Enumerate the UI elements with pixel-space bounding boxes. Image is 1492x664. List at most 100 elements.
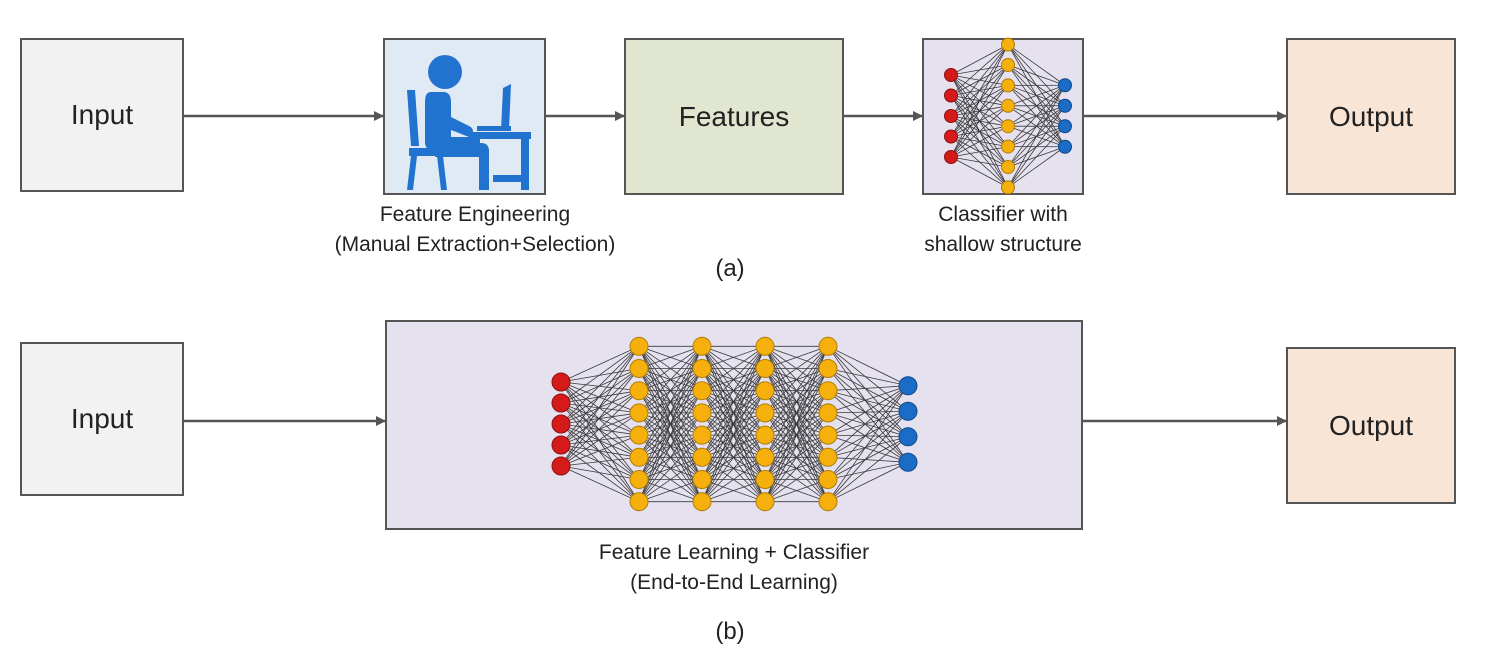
deep-connection (827, 410, 909, 458)
feature-engineering-box (383, 38, 546, 195)
deep-connection (560, 381, 640, 480)
deep-hidden-neuron (692, 425, 712, 445)
deep-connection (827, 368, 909, 463)
deep-connection (560, 423, 640, 480)
person-at-computer-icon (407, 55, 531, 190)
feature-engineering-caption-line1: Feature Engineering (379, 203, 571, 226)
deep-connection (827, 390, 909, 412)
deep-hidden-neuron (818, 336, 838, 356)
shallow-connection (950, 44, 1009, 137)
deep-connection (827, 385, 909, 502)
feature-engineering-caption: Feature Engineering (Manual Extraction+S… (300, 200, 650, 260)
deep-connection (560, 381, 640, 436)
deep-connection (827, 368, 909, 438)
classifier-caption-line2: shallow structure (924, 233, 1082, 256)
deep-connection (560, 423, 640, 436)
deep-connection (560, 465, 640, 480)
shallow-hidden-neuron (1001, 180, 1015, 195)
deep-connection (764, 345, 829, 369)
deep-hidden-neuron (692, 403, 712, 423)
shallow-output-neuron (1058, 78, 1072, 93)
deep-connection (764, 390, 829, 502)
deep-connection (827, 410, 909, 436)
deep-connection (638, 368, 703, 502)
deep-hidden-neuron (755, 447, 775, 467)
deep-connection (560, 434, 640, 467)
shallow-connection (950, 64, 1009, 158)
deep-connection (701, 368, 766, 502)
deep-connection (560, 402, 640, 436)
deep-hidden-neuron (629, 470, 649, 489)
deep-connection (560, 368, 640, 383)
deep-connection (701, 434, 766, 502)
deep-connection (827, 436, 909, 503)
shallow-connection (1007, 84, 1066, 107)
deep-connection (560, 412, 640, 446)
deep-output-neuron (898, 452, 918, 472)
deep-hidden-neuron (818, 359, 838, 378)
deep-connection (764, 479, 829, 503)
deep-connection (638, 345, 703, 392)
features-box: Features (624, 38, 844, 195)
shallow-hidden-neuron (1001, 139, 1015, 154)
deep-connection (560, 390, 640, 467)
shallow-connection (1007, 84, 1066, 127)
deep-connection (764, 345, 829, 392)
shallow-connection (1007, 64, 1066, 86)
deep-connection (827, 385, 909, 436)
deep-hidden-neuron (755, 492, 775, 512)
deep-input-neuron (551, 372, 571, 392)
deep-connection (701, 345, 766, 369)
deep-hidden-neuron (629, 381, 649, 401)
deep-connection (560, 368, 640, 467)
deep-connection (560, 444, 640, 458)
deep-output-neuron (898, 427, 918, 447)
shallow-hidden-neuron (1001, 119, 1015, 134)
deep-connection (560, 402, 640, 480)
shallow-connection (1007, 146, 1066, 188)
shallow-hidden-neuron (1001, 160, 1015, 174)
deep-connection (827, 385, 909, 458)
deep-connection (560, 402, 640, 458)
deep-connection (560, 368, 640, 404)
deep-connection (560, 402, 640, 502)
end-to-end-caption-line1: Feature Learning + Classifier (598, 541, 870, 564)
deep-connection (560, 346, 640, 425)
deep-connection (764, 434, 829, 502)
deep-connection (560, 444, 640, 503)
deep-connection (827, 345, 909, 412)
deep-hidden-neuron (818, 492, 838, 512)
deep-hidden-neuron (755, 403, 775, 423)
deep-hidden-neuron (755, 359, 775, 378)
output-box-a: Output (1286, 38, 1456, 195)
shallow-connection (1007, 84, 1066, 147)
deep-connection (701, 412, 766, 502)
deep-hidden-neuron (629, 447, 649, 467)
deep-hidden-neuron (629, 403, 649, 423)
deep-connection (560, 423, 640, 502)
deep-connection (560, 434, 640, 446)
deep-hidden-neuron (692, 381, 712, 401)
output-label-a: Output (1328, 100, 1414, 132)
deep-connection (560, 381, 640, 414)
deep-connection (560, 346, 640, 467)
deep-connection (827, 461, 909, 480)
shallow-output-neuron (1058, 119, 1072, 134)
deep-connection (827, 368, 909, 387)
deep-connection (701, 346, 766, 436)
input-box-b: Input (20, 342, 184, 496)
deep-connection (764, 346, 829, 436)
deep-connection (638, 434, 703, 502)
deep-hidden-neuron (692, 336, 712, 356)
shallow-hidden-neuron (1001, 78, 1015, 93)
deep-connection (560, 390, 640, 425)
shallow-connection (1007, 125, 1066, 188)
shallow-connection (950, 146, 1009, 158)
shallow-connection (950, 85, 1009, 158)
deep-hidden-neuron (755, 425, 775, 445)
deep-connection (827, 412, 909, 438)
shallow-connection (1007, 85, 1066, 168)
